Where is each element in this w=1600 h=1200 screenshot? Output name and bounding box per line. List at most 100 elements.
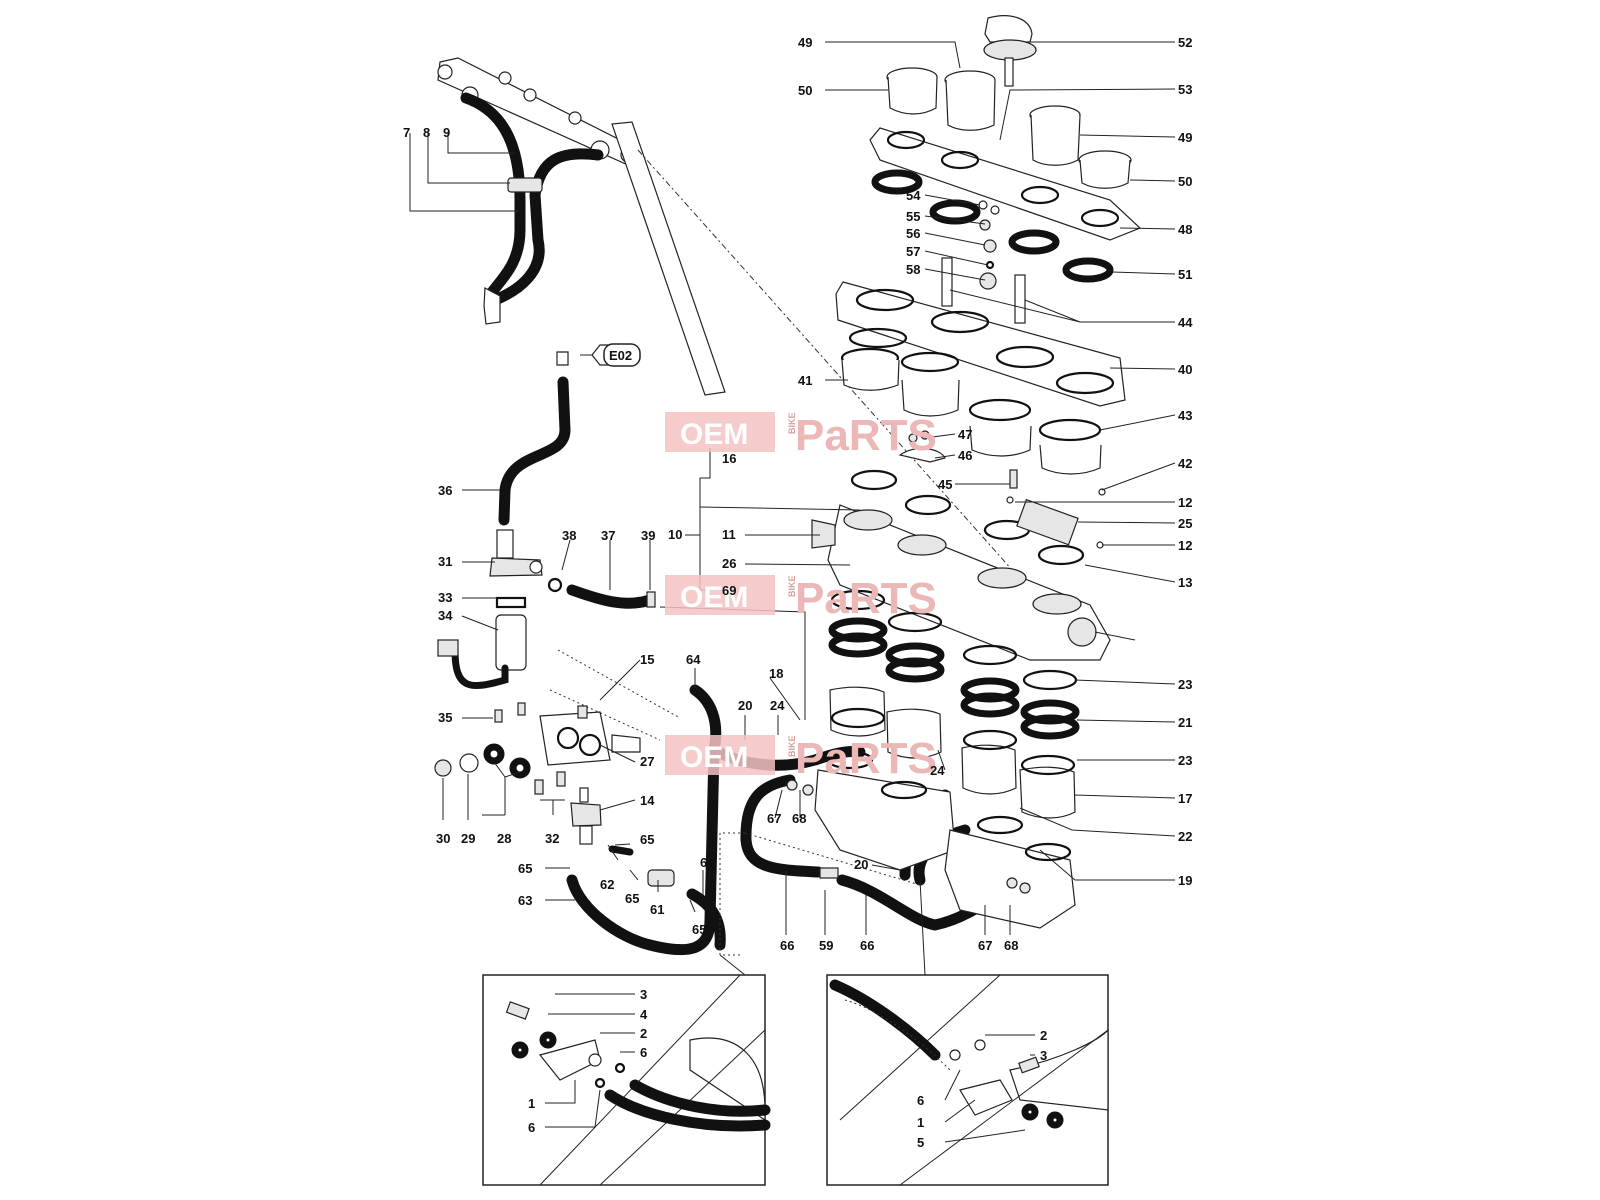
part-label: 24 <box>930 763 945 778</box>
part-label: 2 <box>640 1026 647 1041</box>
funnel-plate-48 <box>869 127 1142 241</box>
hose-36 <box>498 351 571 526</box>
part-number-labels: 7 8 9 16 36 31 33 34 35 38 37 39 10 11 2… <box>403 35 1193 1150</box>
part-label: 38 <box>562 528 576 543</box>
part-label: 31 <box>438 554 452 569</box>
part-label: 4 <box>640 1007 648 1022</box>
watermark-text-parts: PaRTS <box>795 734 937 783</box>
part-label: 61 <box>650 902 664 917</box>
part-label: 23 <box>1178 753 1192 768</box>
part-label: 68 <box>1004 938 1018 953</box>
part-label: 3 <box>1040 1048 1047 1063</box>
washers-28-29-30 <box>434 743 566 795</box>
part-label: 9 <box>443 125 450 140</box>
part-label: 21 <box>1178 715 1192 730</box>
bolts-35 <box>494 702 526 723</box>
leader-lines <box>409 41 1176 976</box>
part-label: 18 <box>769 666 783 681</box>
part-label: 30 <box>436 831 450 846</box>
part-label: 65 <box>518 861 532 876</box>
part-label: 23 <box>1178 677 1192 692</box>
watermark-text-bike: BIKE <box>787 412 797 434</box>
part-label: 50 <box>1178 174 1192 189</box>
part-label: 32 <box>545 831 559 846</box>
part-label: 5 <box>917 1135 924 1150</box>
part-label: 33 <box>438 590 452 605</box>
part-label: 7 <box>403 125 410 140</box>
hose-37 <box>547 577 656 609</box>
part-label: 67 <box>767 811 781 826</box>
part-label: 15 <box>640 652 654 667</box>
part-label: 50 <box>798 83 812 98</box>
part-label: 6 <box>640 1045 647 1060</box>
part-label: 35 <box>438 710 452 725</box>
part-label: 22 <box>1178 829 1192 844</box>
part-label: 20 <box>854 857 868 872</box>
part-label: 64 <box>686 652 701 667</box>
part-label: 62 <box>600 877 614 892</box>
reference-tag-e02: E02 <box>591 343 641 367</box>
throttle-body-assembly <box>811 469 1136 661</box>
sensor-14 <box>570 787 602 845</box>
part-label: 19 <box>1178 873 1192 888</box>
vacuum-actuator-52 <box>983 15 1037 87</box>
pipe-16 <box>611 121 1031 591</box>
part-label: 68 <box>792 811 806 826</box>
part-label: 13 <box>1178 575 1192 590</box>
part-label: 36 <box>438 483 452 498</box>
part-label: 1 <box>917 1115 924 1130</box>
part-label: 2 <box>1040 1028 1047 1043</box>
part-label: 16 <box>722 451 736 466</box>
watermark-text-bike: BIKE <box>787 735 797 757</box>
watermark-text-oem: OEM <box>680 741 748 774</box>
part-label: 46 <box>958 448 972 463</box>
airbox-base-40 <box>835 281 1126 407</box>
part-label: 8 <box>423 125 430 140</box>
part-label: 60 <box>700 855 714 870</box>
part-label: 11 <box>722 527 736 542</box>
part-label: 65 <box>625 891 639 906</box>
part-label: 58 <box>906 262 920 277</box>
watermark-text-oem: OEM <box>680 418 748 451</box>
part-label: 6 <box>917 1093 924 1108</box>
part-label: 51 <box>1178 267 1192 282</box>
part-label: 42 <box>1178 456 1192 471</box>
watermark-text-bike: BIKE <box>787 575 797 597</box>
part-label: 26 <box>722 556 736 571</box>
seals-51 <box>871 169 1114 283</box>
part-label: 25 <box>1178 516 1192 531</box>
detail-inset-right <box>826 974 1109 1186</box>
part-label: 49 <box>798 35 812 50</box>
seals-21 <box>828 589 1080 740</box>
part-label: 66 <box>780 938 794 953</box>
watermark-logo: OEM BIKE PaRTS <box>665 411 937 460</box>
reference-tag-label: E02 <box>609 348 632 363</box>
part-label: 67 <box>978 938 992 953</box>
watermark-text-parts: PaRTS <box>795 574 937 623</box>
bracket-46-47 <box>898 430 1106 496</box>
small-parts-54-58 <box>941 200 1026 324</box>
detail-inset-left <box>482 974 771 1186</box>
part-label: 6 <box>528 1120 535 1135</box>
part-label: 24 <box>770 698 785 713</box>
part-label: 37 <box>601 528 615 543</box>
part-label: 1 <box>528 1096 535 1111</box>
part-label: 34 <box>438 608 453 623</box>
part-label: 27 <box>640 754 654 769</box>
funnels-49-50 <box>886 67 1132 189</box>
watermark-text-oem: OEM <box>680 581 748 614</box>
part-label: 63 <box>518 893 532 908</box>
gasket-15-27 <box>539 649 681 766</box>
part-label: 28 <box>497 831 511 846</box>
part-label: 54 <box>906 188 921 203</box>
part-label: 40 <box>1178 362 1192 377</box>
part-label: 48 <box>1178 222 1192 237</box>
intake-boots-41-43 <box>840 327 1102 475</box>
part-label: 10 <box>668 527 682 542</box>
part-label: 47 <box>958 427 972 442</box>
watermark-logo: OEM BIKE PaRTS <box>665 574 937 623</box>
part-label: 69 <box>722 583 736 598</box>
part-label: 12 <box>1178 495 1192 510</box>
part-label: 49 <box>1178 130 1192 145</box>
